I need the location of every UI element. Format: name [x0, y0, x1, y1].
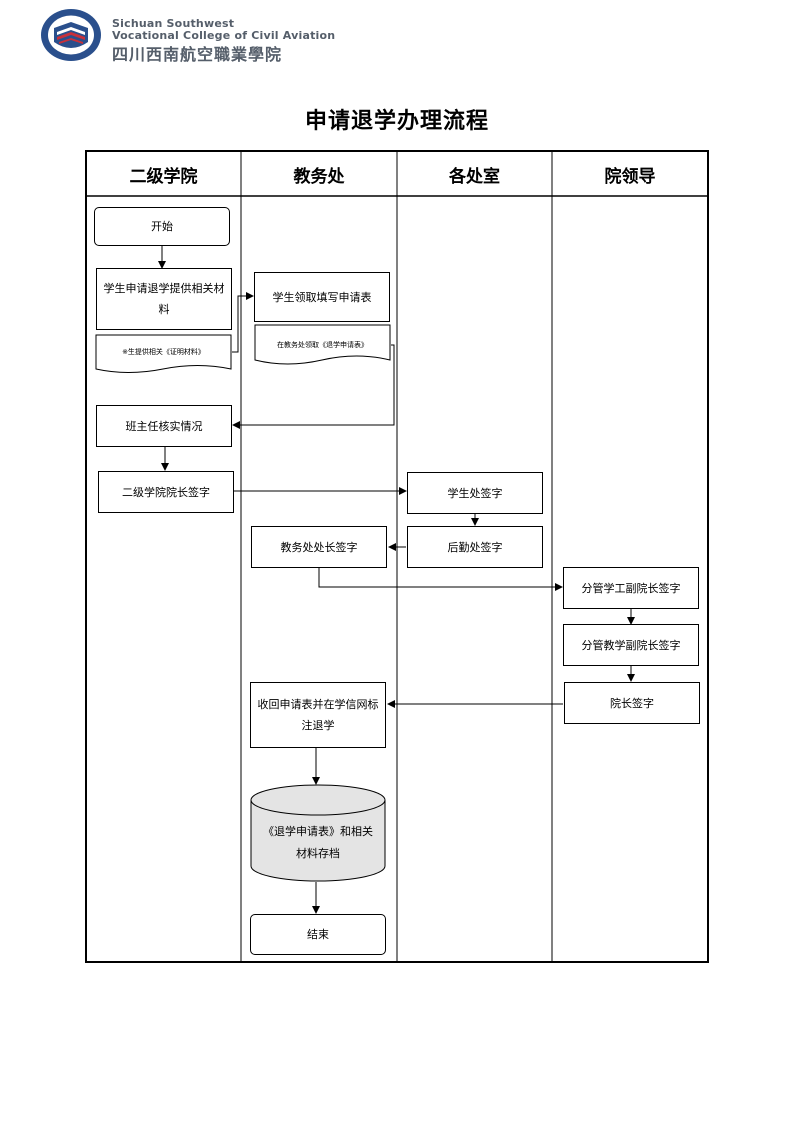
- logo-english-line1: Sichuan Southwest: [112, 17, 235, 30]
- arrow-form-to-verify: [232, 344, 395, 429]
- node-form-document: 在教务处领取《退学申请表》: [277, 341, 368, 349]
- lane-header-leadership: 院领导: [604, 166, 656, 187]
- node-end: 结束: [250, 914, 386, 955]
- archive-cylinder: [250, 784, 386, 882]
- node-verify: 班主任核实情况: [96, 405, 232, 447]
- node-academic-head-sign: 教务处处长签字: [251, 526, 387, 568]
- node-dean-sign: 二级学院院长签字: [98, 471, 234, 513]
- node-vp-teaching-sign: 分管教学副院长签字: [563, 624, 699, 666]
- logo-english-line2: Vocational College of Civil Aviation: [112, 29, 336, 42]
- lane-header-college: 二级学院: [129, 166, 198, 187]
- node-president-sign: 院长签字: [564, 682, 700, 724]
- node-apply: 学生申请退学提供相关材料: [96, 268, 232, 330]
- arrow-academichead-to-vpstudent: [318, 568, 563, 591]
- college-header: Sichuan Southwest Vocational College of …: [40, 8, 340, 64]
- arrow-apply-to-getform: [232, 292, 254, 353]
- logo-chinese-name: 四川西南航空職業學院: [112, 45, 283, 64]
- node-collect-form: 收回申请表并在学信网标注退学: [250, 682, 386, 748]
- node-vp-student-sign: 分管学工副院长签字: [563, 567, 699, 609]
- document-shape-form: [254, 324, 391, 365]
- page-title: 申请退学办理流程: [304, 108, 489, 134]
- lane-header-departments: 各处室: [449, 166, 500, 187]
- node-apply-document: ※生提供相关《证明材料》: [122, 348, 205, 356]
- node-start: 开始: [94, 207, 230, 246]
- node-logistics-sign: 后勤处签字: [407, 526, 543, 568]
- node-archive: 《退学申请表》和相关材料存档: [263, 825, 373, 860]
- node-student-office-sign: 学生处签字: [407, 472, 543, 514]
- node-get-form: 学生领取填写申请表: [254, 272, 390, 322]
- document-shape-apply: [95, 334, 232, 373]
- lane-header-academic-affairs: 教务处: [293, 166, 345, 187]
- college-logo: [40, 8, 102, 62]
